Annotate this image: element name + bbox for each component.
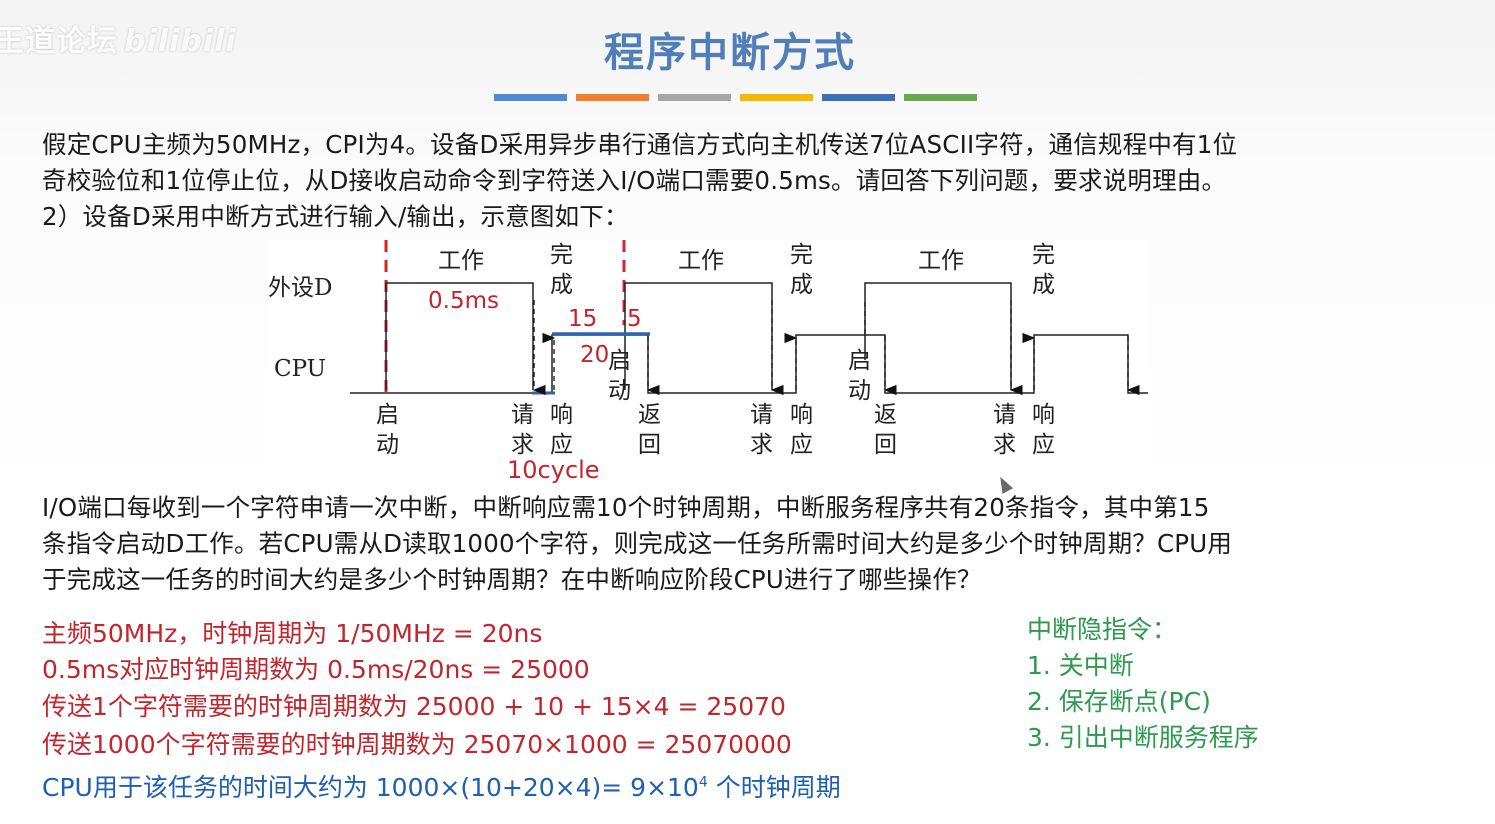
- interrupt-timing-diagram: 外设D CPU 工作 工作 工作 完 成 完 成 完 成 启 动 启 动 启 动…: [268, 240, 1148, 460]
- accent-bar: [658, 94, 731, 101]
- response-label: 响: [550, 402, 573, 428]
- response-label: 应: [790, 432, 813, 458]
- question-line-2: 奇校验位和1位停止位，从D接收启动命令到字符送入I/O端口需要0.5ms。请回答…: [42, 166, 1227, 195]
- response-label: 响: [790, 402, 813, 428]
- question-line-1: 假定CPU主频为50MHz，CPI为4。设备D采用异步串行通信方式向主机传送7位…: [42, 130, 1238, 159]
- cycle-note-10: 10cycle: [507, 456, 600, 484]
- request-label: 请: [993, 402, 1016, 428]
- duration-note: 0.5ms: [428, 288, 499, 314]
- response-label: 应: [550, 432, 573, 458]
- accent-bar: [576, 94, 649, 101]
- device-label: 外设D: [268, 275, 332, 301]
- answer-line-2: 0.5ms对应时钟周期数为 0.5ms/20ns = 25000: [42, 655, 590, 684]
- question-line-3: 2）设备D采用中断方式进行输入/输出，示意图如下：: [42, 202, 629, 231]
- done-label: 成: [1032, 272, 1055, 298]
- title-accent-bars: [494, 94, 977, 101]
- timing-svg: 外设D CPU 工作 工作 工作 完 成 完 成 完 成 启 动 启 动 启 动…: [268, 240, 1148, 458]
- hidden-instruction-item: 3. 引出中断服务程序: [1027, 723, 1259, 752]
- work-label: 工作: [438, 248, 484, 274]
- return-label: 返: [638, 402, 661, 428]
- request-label: 请: [511, 402, 534, 428]
- answer-cpu-time-suffix: 个时钟周期: [707, 773, 841, 802]
- request-label: 求: [511, 432, 534, 458]
- device-waveform: [864, 282, 1012, 390]
- hidden-instruction-item: 2. 保存断点(PC): [1027, 687, 1211, 716]
- return-label: 返: [874, 402, 897, 428]
- response-label: 应: [1032, 432, 1055, 458]
- done-label: 完: [550, 242, 573, 268]
- cycle-note-5: 5: [627, 306, 642, 332]
- request-label: 请: [750, 402, 773, 428]
- slide-title: 程序中断方式: [604, 29, 856, 76]
- cpu-label: CPU: [274, 356, 326, 382]
- answer-cpu-time-exponent: 4: [698, 774, 708, 791]
- accent-bar: [494, 94, 567, 101]
- answer-line-3: 传送1个字符需要的时钟周期数为 25000 + 10 + 15×4 = 2507…: [42, 692, 786, 721]
- question-line-5: 条指令启动D工作。若CPU需从D读取1000个字符，则完成这一任务所需时间大约是…: [42, 529, 1233, 558]
- done-label: 成: [550, 272, 573, 298]
- answer-line-4: 传送1000个字符需要的时钟周期数为 25070×1000 = 25070000: [42, 730, 792, 759]
- accent-bar: [740, 94, 813, 101]
- watermark-text: 王道论坛: [0, 24, 118, 59]
- start-label: 动: [848, 378, 871, 404]
- answer-cpu-time: CPU用于该任务的时间大约为 1000×(10+20×4)= 9×104 个时钟…: [42, 768, 841, 804]
- done-label: 成: [790, 272, 813, 298]
- hidden-instruction-item: 1. 关中断: [1027, 651, 1134, 680]
- return-label: 回: [638, 432, 661, 458]
- start-label: 启: [848, 348, 871, 374]
- start-label: 动: [608, 378, 631, 404]
- answer-line-1: 主频50MHz，时钟周期为 1/50MHz = 20ns: [42, 619, 543, 648]
- accent-bar: [904, 94, 977, 101]
- answer-cpu-time-prefix: CPU用于该任务的时间大约为 1000×(10+20×4)= 9×10: [42, 773, 699, 802]
- accent-bar: [822, 94, 895, 101]
- device-waveform: [385, 282, 534, 390]
- start-label: 启: [608, 348, 631, 374]
- response-label: 响: [1032, 402, 1055, 428]
- work-label: 工作: [678, 248, 724, 274]
- request-label: 求: [750, 432, 773, 458]
- device-waveform: [624, 282, 773, 390]
- request-label: 求: [993, 432, 1016, 458]
- question-line-6: 于完成这一任务的时间大约是多少个时钟周期？在中断响应阶段CPU进行了哪些操作？: [42, 565, 982, 594]
- hidden-instruction-title: 中断隐指令：: [1027, 615, 1178, 644]
- work-label: 工作: [918, 248, 964, 274]
- watermark-signature: bilibili: [124, 24, 237, 59]
- question-line-4: I/O端口每收到一个字符申请一次中断，中断响应需10个时钟周期，中断服务程序共有…: [42, 493, 1210, 522]
- return-label: 回: [874, 432, 897, 458]
- cycle-note-20: 20: [580, 342, 609, 368]
- done-label: 完: [1032, 242, 1055, 268]
- cpu-waveform: [350, 334, 1148, 394]
- start-label: 动: [376, 432, 399, 458]
- start-label: 启: [376, 402, 399, 428]
- cycle-note-15: 15: [568, 306, 597, 332]
- done-label: 完: [790, 242, 813, 268]
